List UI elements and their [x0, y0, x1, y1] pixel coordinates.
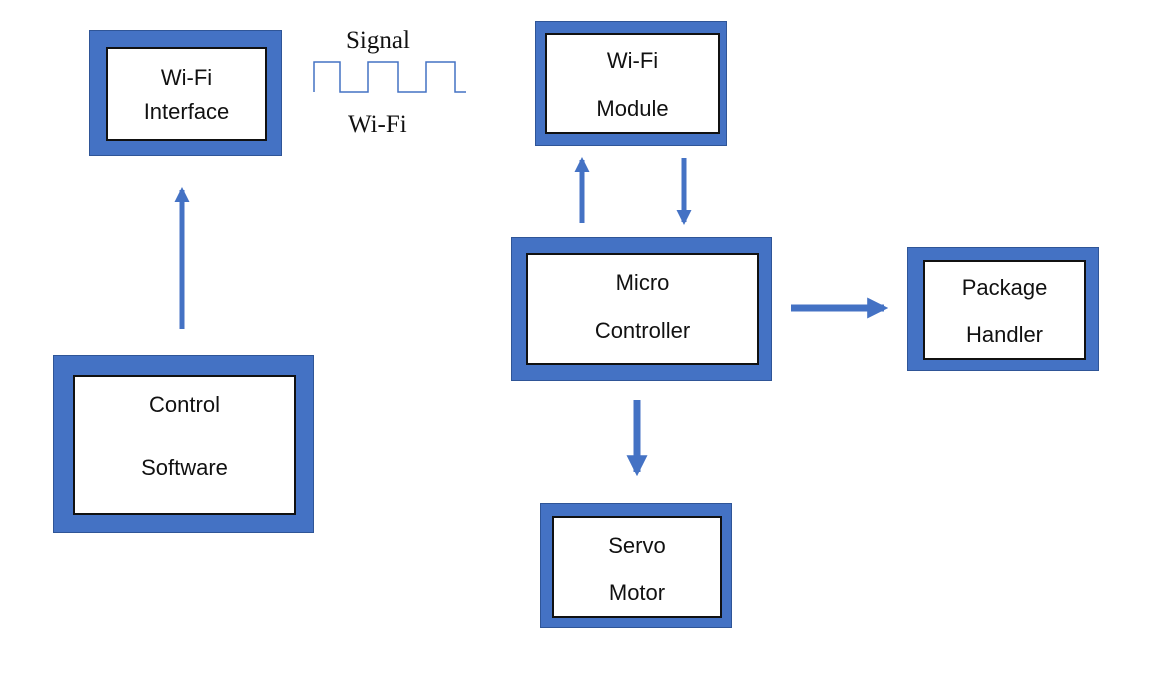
wifi-interface-block: Wi-Fi Interface [89, 30, 282, 156]
package-handler-box: Package Handler [923, 260, 1086, 360]
micro-controller-box: Micro Controller [526, 253, 759, 365]
signal-waveform [313, 61, 466, 93]
servo-motor-label-line2: Motor [608, 580, 666, 605]
wifi-module-block: Wi-Fi Module [535, 21, 727, 146]
wifi-interface-label-line2: Interface [143, 99, 230, 124]
control-software-label-line2: Software [141, 455, 228, 480]
micro-controller-label-line2: Controller [594, 318, 691, 343]
wifi-interface-box: Wi-Fi Interface [106, 47, 267, 141]
control-software-label-line1: Control [149, 392, 220, 417]
package-handler-block: Package Handler [907, 247, 1099, 371]
signal-top-label: Signal [346, 27, 410, 54]
micro-controller-label-line1: Micro [615, 270, 670, 295]
signal-bottom-label: Wi-Fi [348, 111, 407, 138]
control-software-box: Control Software [73, 375, 296, 515]
package-handler-label-line2: Handler [965, 322, 1044, 347]
control-software-block: Control Software [53, 355, 314, 533]
wifi-module-label-line2: Module [596, 96, 669, 121]
wifi-module-label-line1: Wi-Fi [606, 48, 659, 73]
wifi-interface-label-line1: Wi-Fi [160, 65, 213, 90]
servo-motor-box: Servo Motor [552, 516, 722, 618]
servo-motor-block: Servo Motor [540, 503, 732, 628]
micro-controller-block: Micro Controller [511, 237, 772, 381]
package-handler-label-line1: Package [961, 275, 1048, 300]
servo-motor-label-line1: Servo [608, 533, 666, 558]
wifi-module-box: Wi-Fi Module [545, 33, 720, 134]
